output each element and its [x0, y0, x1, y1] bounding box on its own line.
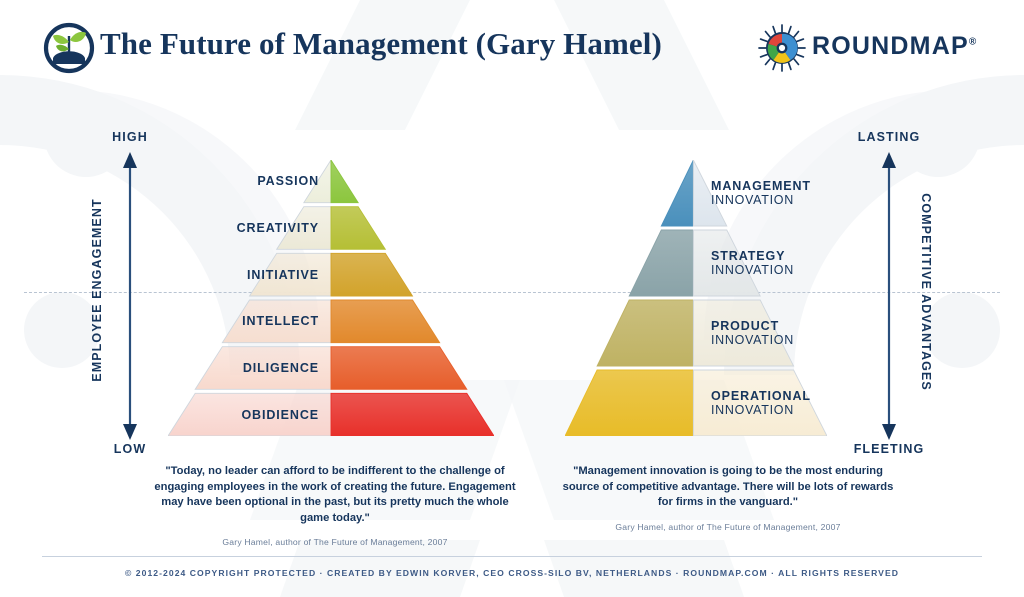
right-axis-bottom-label: FLEETING [853, 442, 925, 456]
left-tier-label: DILIGENCE [242, 361, 319, 375]
left-axis-title: EMPLOYEE ENGAGEMENT [90, 198, 104, 382]
roundmap-wordmark: ROUNDMAP® [812, 32, 976, 61]
quote-right-text: "Management innovation is going to be th… [562, 465, 894, 508]
pyramid-tier-half [330, 299, 441, 344]
right-axis-top-label: LASTING [857, 130, 921, 144]
right-tier-label-line1: MANAGEMENT [711, 179, 811, 193]
right-tier-label-line1: PRODUCT [711, 319, 780, 333]
left-axis-arrow [123, 152, 137, 440]
right-axis-title: COMPETITIVE ADVANTAGES [919, 193, 933, 391]
right-tier-label-line1: OPERATIONAL [711, 389, 811, 403]
left-axis-bottom-label: LOW [113, 442, 147, 456]
left-tier-label: CREATIVITY [236, 221, 319, 235]
pyramid-tier-half [660, 160, 694, 227]
pyramid-tier-half [330, 346, 468, 390]
quote-left: "Today, no leader can afford to be indif… [152, 464, 518, 547]
quote-left-text: "Today, no leader can afford to be indif… [154, 465, 516, 524]
quote-right-attribution: Gary Hamel, author of The Future of Mana… [615, 521, 841, 532]
employee-engagement-pyramid [168, 160, 494, 436]
right-tier-label-line2: INNOVATION [711, 193, 794, 207]
pyramid-tier-half [330, 252, 414, 297]
pyramid-tier-half [596, 299, 694, 367]
footer-divider [42, 556, 982, 557]
registered-mark: ® [968, 36, 977, 48]
header: The Future of Management (Gary Hamel) [0, 0, 1024, 86]
roundmap-word-text: ROUNDMAP [812, 32, 969, 60]
seedling-sprout-icon [43, 22, 95, 74]
right-tier-label-line2: INNOVATION [711, 263, 794, 277]
left-tier-label: INTELLECT [242, 314, 319, 329]
pyramid-tier-half [330, 392, 494, 436]
right-axis-arrow [882, 152, 896, 440]
pyramid-tier-half [565, 369, 694, 436]
left-tier-label: INITIATIVE [247, 267, 319, 282]
right-tier-label-line1: STRATEGY [711, 249, 786, 263]
quote-left-attribution: Gary Hamel, author of The Future of Mana… [222, 537, 448, 547]
left-tier-label: OBIDIENCE [241, 407, 319, 422]
footer-copyright: © 2012-2024 COPYRIGHT PROTECTED · CREATE… [124, 568, 900, 578]
page-title: The Future of Management (Gary Hamel) [100, 26, 662, 61]
pyramid-tier-half [330, 206, 387, 250]
pyramid-tier-half [330, 160, 359, 204]
right-tier-label-line2: INNOVATION [711, 333, 794, 347]
left-tier-label: PASSION [257, 174, 319, 189]
pyramid-tier-half [628, 229, 694, 297]
left-axis-top-label: HIGH [112, 130, 148, 144]
roundmap-circular-mark-icon [758, 24, 806, 72]
right-tier-label-line2: INNOVATION [711, 403, 794, 417]
quote-right: "Management innovation is going to be th… [560, 464, 896, 532]
